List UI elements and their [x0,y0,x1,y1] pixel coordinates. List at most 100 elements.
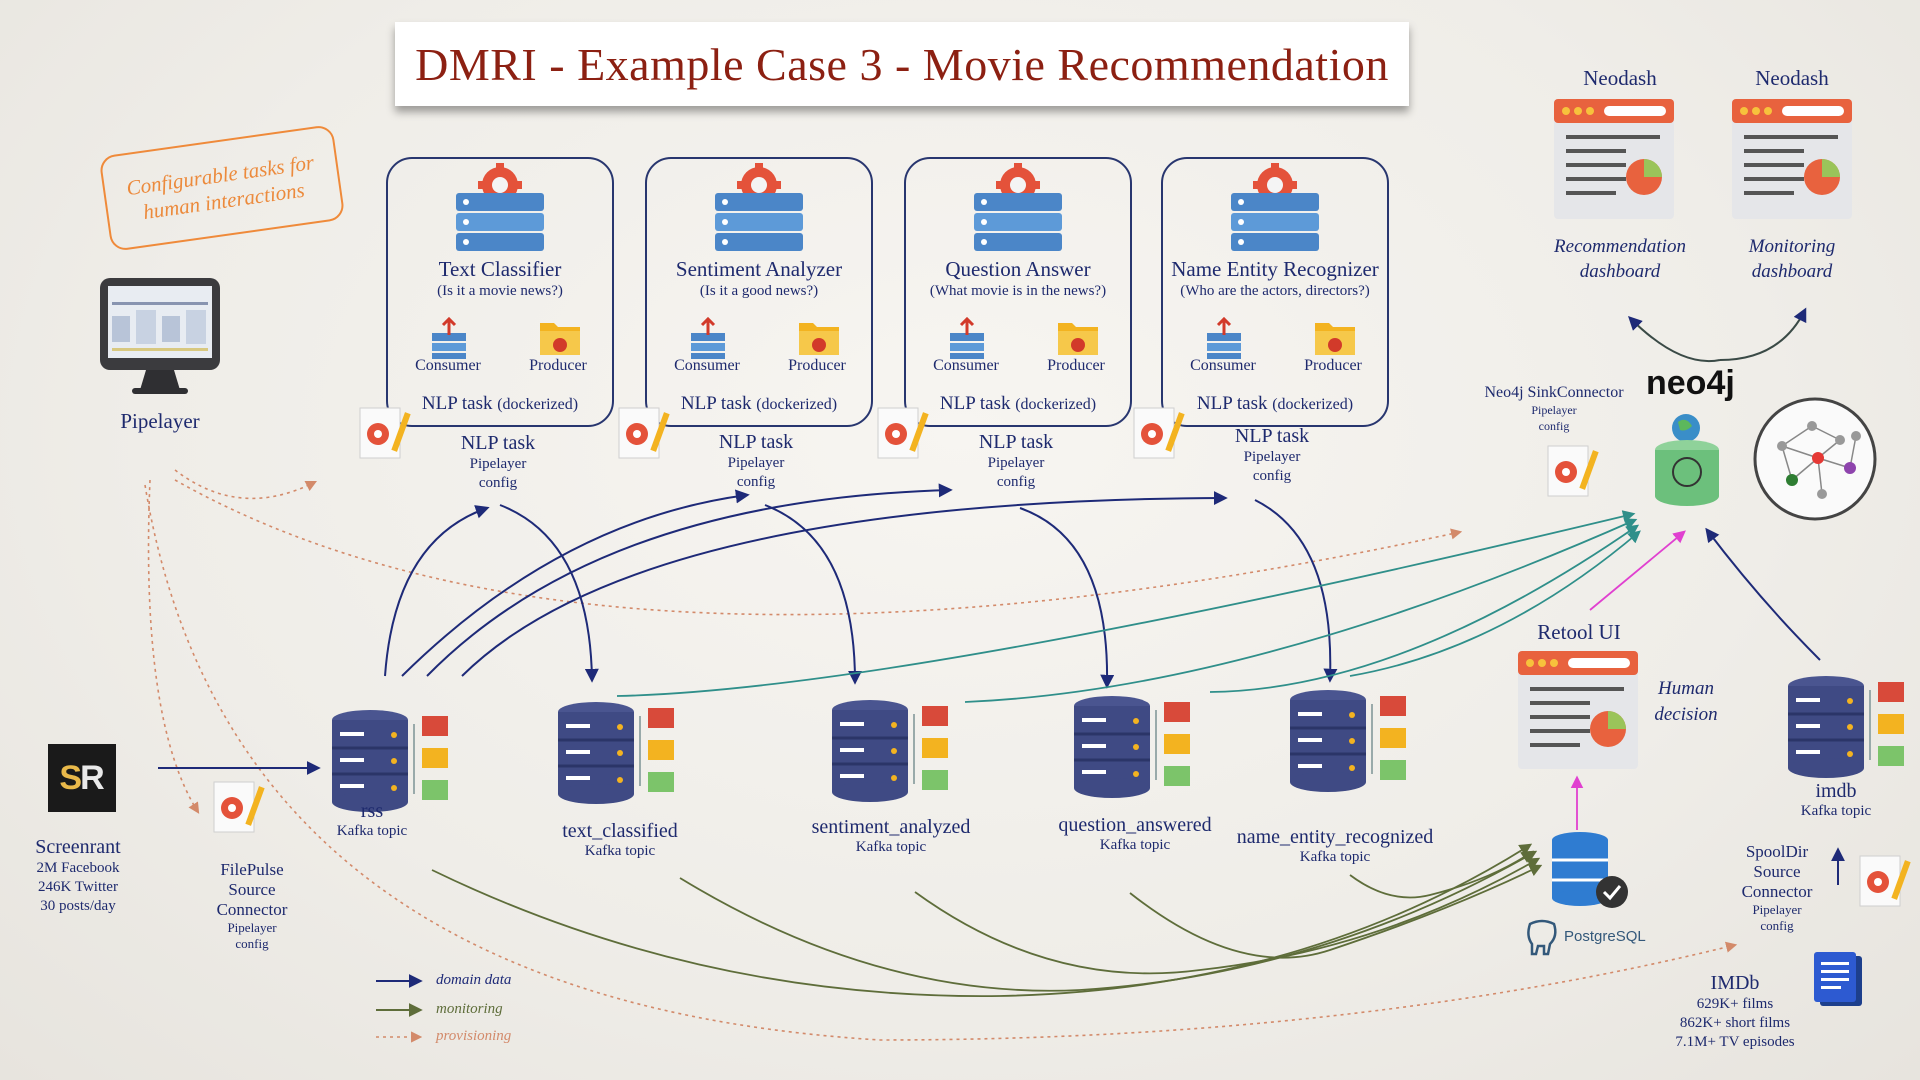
task-name: Name Entity Recognizer [1171,257,1379,281]
retool-ui[interactable]: Retool UI [1514,620,1644,778]
config-document-icon [359,407,411,459]
topic-sentiment-analyzed-label: sentiment_analyzed Kafka topic [811,816,971,855]
human-decision-lines [1570,530,1686,830]
producer-icon [799,323,839,355]
kafka-topic-icon [332,710,448,812]
nlp-task-question-answer[interactable]: Question Answer (What movie is in the ne… [904,157,1132,427]
task-question: (What movie is in the news?) [929,283,1107,299]
neodash-recommendation[interactable]: Neodash Recommendation dashboard [1548,66,1692,284]
kafka-topic-icon [1290,690,1406,792]
domain-data-lines [158,483,1845,885]
legend-lines [376,974,423,1043]
producer-label: Producer [529,357,587,374]
producer-icon [1315,323,1355,355]
page-title: DMRI - Example Case 3 - Movie Recommenda… [415,38,1389,90]
legend-monitoring: monitoring [436,1001,503,1017]
neo4j-logo: neo4j [1646,364,1735,402]
server-gear-icon [1231,163,1319,251]
pipelayer-node: Pipelayer [98,276,222,434]
spooldir-connector-label: SpoolDir Source Connector Pipelayer conf… [1741,842,1813,933]
nlp-dockerized-label: NLP task (dockerized) [421,393,579,414]
topic-rss-label: rss Kafka topic [336,800,408,839]
config-document-icon [213,781,265,833]
dashboard-feed-lines [1628,307,1807,362]
dashboard-icon [1518,651,1638,769]
nlp-task-name-entity-recognizer[interactable]: Name Entity Recognizer (Who are the acto… [1161,157,1389,427]
nlp-task-config-3: NLP task Pipelayer config [978,431,1054,490]
retool-title: Retool UI [1537,620,1621,644]
legend-domain-data: domain data [436,972,512,988]
topic-text-classified-label: text_classified Kafka topic [562,820,678,859]
nlp-task-config-4: NLP task Pipelayer config [1234,425,1310,484]
config-document-icon [1133,407,1185,459]
consumer-icon [950,317,984,359]
neodash-title: Neodash [1583,66,1657,90]
nlp-task-text-classifier[interactable]: Text Classifier (Is it a movie news?) Co… [386,157,614,427]
task-name: Text Classifier [438,257,562,281]
config-document-icon [877,407,929,459]
config-document-icon [1859,855,1911,907]
producer-icon [540,323,580,355]
provisioning-lines [144,469,1738,1041]
consumer-label: Consumer [933,357,999,374]
topic-question-answered-label: question_answered Kafka topic [1058,814,1212,853]
config-document-icon [618,407,670,459]
monitor-icon [100,278,220,394]
title-banner: DMRI - Example Case 3 - Movie Recommenda… [395,22,1409,106]
consumer-label: Consumer [1190,357,1256,374]
producer-label: Producer [1047,357,1105,374]
neodash-caption: Recommendation dashboard [1554,236,1686,282]
neodash-title: Neodash [1755,66,1829,90]
nlp-dockerized-label: NLP task (dockerized) [680,393,838,414]
consumer-icon [691,317,725,359]
file-document-icon [1814,952,1862,1006]
kafka-topic-icon [832,700,948,802]
nlp-dockerized-label: NLP task (dockerized) [939,393,1097,414]
nlp-task-config-2: NLP task Pipelayer config [718,431,794,490]
consumer-label: Consumer [415,357,481,374]
kafka-topic-icon [1788,676,1904,778]
pipelayer-label: Pipelayer [120,409,200,433]
topic-name-entity-recognized-label: name_entity_recognized Kafka topic [1236,826,1434,865]
consumer-icon [432,317,466,359]
server-gear-icon [456,163,544,251]
consumer-icon [1207,317,1241,359]
filepulse-connector-label: FilePulse Source Connector Pipelayer con… [216,860,288,951]
server-gear-icon [974,163,1062,251]
dashboard-icon [1732,99,1852,219]
task-question: (Is it a good news?) [699,283,819,299]
monitoring-lines [431,843,1543,998]
consumer-label: Consumer [674,357,740,374]
server-gear-icon [715,163,803,251]
sink-lines [616,510,1641,703]
elephant-icon [1527,919,1557,956]
task-name: Sentiment Analyzer [675,257,843,281]
nlp-task-config-1: NLP task Pipelayer config [460,432,536,491]
postgres-database-icon [1552,832,1628,908]
human-decision-label: Human decision [1654,678,1718,725]
neo4j-database-icon [1655,414,1719,506]
screenrant-label: Screenrant 2M Facebook 246K Twitter 30 p… [35,836,121,914]
task-question: (Who are the actors, directors?) [1180,283,1370,299]
neo4j-sinkconnector-label: Neo4j SinkConnector Pipelayer config [1484,384,1624,433]
producer-label: Producer [788,357,846,374]
legend-provisioning: provisioning [436,1028,512,1044]
neodash-caption: Monitoring dashboard [1748,236,1836,282]
config-document-icon [1547,445,1599,497]
kafka-topic-icon [1074,696,1190,798]
producer-label: Producer [1304,357,1362,374]
task-name: Question Answer [945,257,1091,281]
nlp-dockerized-label: NLP task (dockerized) [1196,393,1354,414]
producer-icon [1058,323,1098,355]
postgres-logo: PostgreSQL [1522,916,1646,956]
graph-network-icon [1753,397,1877,521]
topic-imdb-label: imdb Kafka topic [1800,780,1872,819]
dashboard-icon [1554,99,1674,219]
imdb-source-label: IMDb 629K+ films 862K+ short films 7.1M+… [1675,972,1795,1050]
kafka-topic-icon [558,702,674,804]
nlp-task-sentiment-analyzer[interactable]: Sentiment Analyzer (Is it a good news?) … [645,157,873,427]
neodash-monitoring[interactable]: Neodash Monitoring dashboard [1720,66,1864,284]
task-question: (Is it a movie news?) [437,283,563,299]
